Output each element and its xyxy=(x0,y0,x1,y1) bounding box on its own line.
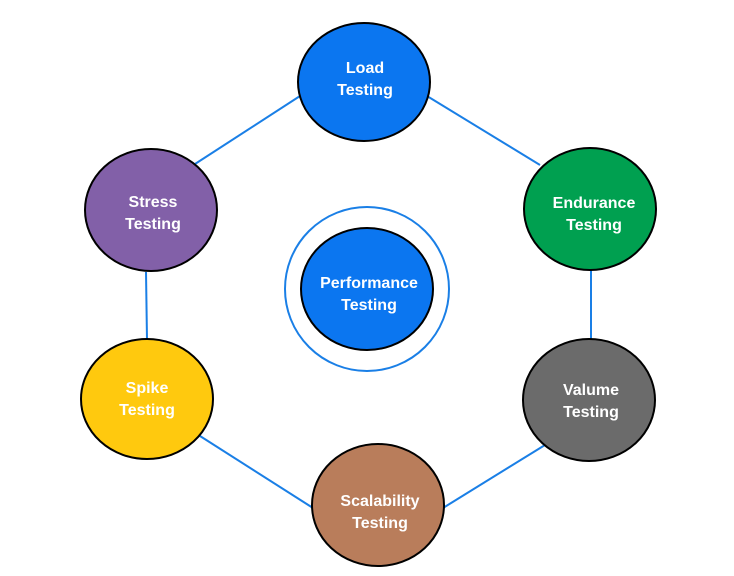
connector-load-endurance xyxy=(426,95,541,166)
node-label-line1: Valume xyxy=(563,382,619,399)
center-node-label-line1: Performance xyxy=(320,275,418,292)
node-circle xyxy=(523,147,657,271)
center-node: Performance Testing xyxy=(284,206,450,372)
node-label-line1: Spike xyxy=(126,380,169,397)
node-label-line2: Testing xyxy=(352,515,408,532)
node-label-line2: Testing xyxy=(566,217,622,234)
node-label-line1: Stress xyxy=(129,194,178,211)
node-circle xyxy=(80,338,214,460)
node-label-line2: Testing xyxy=(119,402,175,419)
connectors xyxy=(145,95,592,509)
center-node-label-line2: Testing xyxy=(341,297,397,314)
node-load-testing: Load Testing xyxy=(297,22,431,142)
center-node-circle xyxy=(300,227,434,351)
connector-stress-load xyxy=(194,95,301,165)
node-scalability-testing: Scalability Testing xyxy=(311,443,445,567)
node-volume-testing: Valume Testing xyxy=(522,338,656,462)
node-label-line1: Endurance xyxy=(553,195,636,212)
node-label-line2: Testing xyxy=(337,82,393,99)
center-node-ring xyxy=(284,206,450,372)
node-label-line1: Scalability xyxy=(340,493,419,510)
connector-volume-scalability xyxy=(442,444,546,509)
node-circle xyxy=(84,148,218,272)
connector-spike-stress xyxy=(145,271,148,341)
node-endurance-testing: Endurance Testing xyxy=(523,147,657,271)
node-spike-testing: Spike Testing xyxy=(80,338,214,460)
node-circle xyxy=(297,22,431,142)
node-circle xyxy=(311,443,445,567)
connector-scalability-spike xyxy=(199,435,314,509)
node-circle xyxy=(522,338,656,462)
node-label-line2: Testing xyxy=(563,404,619,421)
node-label-line1: Load xyxy=(346,60,384,77)
node-label-line2: Testing xyxy=(125,216,181,233)
node-stress-testing: Stress Testing xyxy=(84,148,218,272)
